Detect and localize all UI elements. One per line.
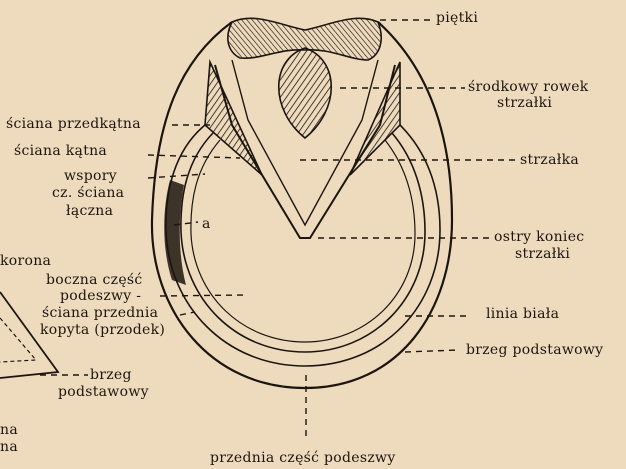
leader-katna xyxy=(148,155,240,158)
label-korona: korona xyxy=(0,253,51,269)
label-linia-biala: linia biała xyxy=(486,306,559,322)
label-boczna-czesc: boczna część xyxy=(46,272,143,288)
label-cz-sciana: cz. ściana xyxy=(52,185,124,201)
sole-inner-edge-2 xyxy=(191,140,415,342)
label-ostry-strzalki: strzałki xyxy=(515,246,570,262)
leader-wspory xyxy=(148,174,205,178)
left-bar xyxy=(205,62,262,175)
label-przednia-czesc-podeszwy: przednia część podeszwy xyxy=(210,450,396,466)
label-sciana-przedkatna: ściana przedkątna xyxy=(6,116,141,132)
frog-central-groove xyxy=(279,48,332,138)
label-laczna: łączna xyxy=(66,203,113,219)
leader-brzeg-right xyxy=(405,350,458,352)
label-podstawowy: podstawowy xyxy=(58,384,149,400)
label-pietki: piętki xyxy=(436,10,478,26)
label-wspory: wspory xyxy=(64,168,117,184)
label-sciana-katna: ściana kątna xyxy=(14,143,107,159)
label-brzeg-podstawowy-right: brzeg podstawowy xyxy=(466,342,603,358)
label-boczna-podeszwy: podeszwy - xyxy=(60,288,141,304)
label-brzeg: brzeg xyxy=(90,367,132,383)
side-view-fragment-inner xyxy=(0,318,36,362)
label-kopyta-przodek: kopyta (przodek) xyxy=(40,322,165,338)
label-strzalka: strzałka xyxy=(520,152,579,168)
leader-przednia-sciana xyxy=(180,312,195,315)
leader-boczna xyxy=(160,295,245,296)
label-a: a xyxy=(202,216,211,232)
label-srodkowy-strzalki: strzałki xyxy=(497,95,552,111)
label-srodkowy-rowek: środkowy rowek xyxy=(468,79,589,95)
label-ostry-koniec: ostry koniec xyxy=(494,229,584,245)
label-na-1: na xyxy=(0,422,18,438)
label-na-2: na xyxy=(0,439,18,455)
sole-inner-edge xyxy=(181,133,425,352)
label-sciana-przednia: ściana przednia xyxy=(42,305,158,321)
